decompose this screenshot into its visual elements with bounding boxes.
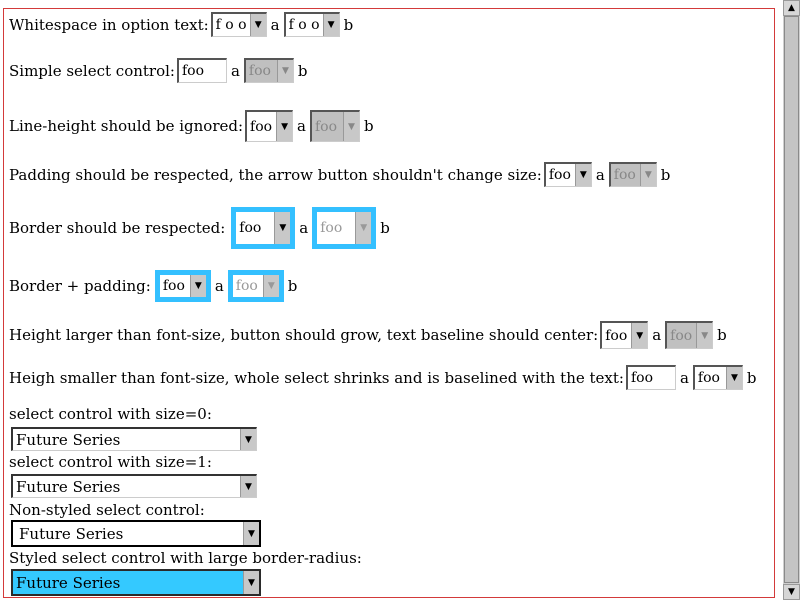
- select-control-disabled: foo ▼: [243, 58, 294, 83]
- chevron-down-icon: ▼: [276, 60, 293, 82]
- select-value: f o o: [215, 17, 247, 33]
- select-value: foo: [239, 220, 262, 236]
- select-control[interactable]: foo ▼: [245, 110, 294, 142]
- select-control[interactable]: foo ▼: [154, 270, 211, 302]
- chevron-down-icon: ▼: [342, 112, 359, 141]
- separator-text: a: [652, 326, 662, 344]
- row-label: Simple select control:: [9, 61, 175, 80]
- chevron-down-icon: ▼: [322, 14, 339, 36]
- select-styled[interactable]: Future Series ▼: [11, 569, 261, 596]
- select-value: foo: [314, 118, 338, 135]
- select-value: f o o: [288, 17, 320, 33]
- row-label: Border should be respected:: [9, 219, 226, 237]
- caption-styled: Styled select control with large border-…: [9, 549, 362, 567]
- chevron-down-icon: ▼: [240, 429, 256, 450]
- trailing-text: b: [343, 15, 354, 34]
- select-control[interactable]: foo: [625, 365, 676, 390]
- test-frame: [3, 8, 775, 598]
- select-control[interactable]: foo ▼: [227, 270, 284, 302]
- row-label: Whitespace in option text:: [9, 15, 209, 34]
- select-value: foo: [630, 370, 654, 386]
- select-control-disabled: foo ▼: [309, 110, 360, 142]
- select-control[interactable]: foo ▼: [312, 207, 377, 249]
- trailing-text: b: [297, 61, 308, 80]
- row-label: Heigh smaller than font-size, whole sele…: [9, 368, 624, 387]
- trailing-text: b: [746, 368, 757, 387]
- trailing-text: b: [380, 219, 390, 237]
- trailing-text: b: [287, 277, 298, 295]
- select-value: foo: [613, 167, 636, 183]
- select-control[interactable]: foo ▼: [600, 321, 649, 349]
- row-label: Border + padding:: [9, 277, 151, 295]
- select-value: foo: [162, 278, 185, 294]
- caption-size0: select control with size=0:: [9, 405, 212, 423]
- select-value: Future Series: [16, 477, 121, 496]
- row-label: Height larger than font-size, button sho…: [9, 326, 599, 344]
- separator-text: a: [299, 219, 309, 237]
- select-size1[interactable]: Future Series ▼: [11, 474, 257, 498]
- select-value: foo: [548, 167, 571, 183]
- chevron-down-icon: ▼: [355, 212, 372, 244]
- select-value: Future Series: [16, 430, 121, 449]
- separator-text: a: [214, 277, 224, 295]
- separator-text: a: [230, 61, 240, 80]
- select-control[interactable]: f o o ▼: [210, 12, 267, 37]
- select-control-disabled: foo ▼: [608, 162, 657, 187]
- select-control[interactable]: foo: [176, 58, 227, 83]
- select-value: Future Series: [16, 573, 121, 592]
- scroll-up-icon[interactable]: ▲: [783, 0, 800, 16]
- select-size0[interactable]: Future Series ▼: [11, 427, 257, 451]
- select-control[interactable]: f o o ▼: [283, 12, 340, 37]
- row-label: Line-height should be ignored:: [9, 117, 244, 135]
- select-value: foo: [320, 220, 343, 236]
- select-value: foo: [250, 118, 273, 135]
- vertical-scrollbar[interactable]: ▲ ▼: [783, 0, 800, 600]
- select-value: Future Series: [19, 524, 124, 543]
- scrollbar-thumb[interactable]: [784, 16, 799, 583]
- select-control[interactable]: foo ▼: [231, 207, 296, 249]
- chevron-down-icon: ▼: [725, 367, 742, 389]
- chevron-down-icon: ▼: [243, 571, 259, 594]
- separator-text: a: [270, 15, 280, 34]
- chevron-down-icon: ▼: [249, 14, 266, 36]
- trailing-text: b: [660, 165, 671, 184]
- row-height-smaller: Heigh smaller than font-size, whole sele…: [9, 365, 761, 390]
- chevron-down-icon: ▼: [243, 522, 259, 545]
- row-height-larger: Height larger than font-size, button sho…: [9, 321, 731, 349]
- separator-text: a: [297, 117, 306, 135]
- select-value: foo: [235, 278, 258, 294]
- caption-size1: select control with size=1:: [9, 453, 212, 471]
- row-line-height: Line-height should be ignored: foo ▼ a f…: [9, 110, 378, 142]
- select-value: foo: [181, 63, 205, 79]
- select-value: foo: [248, 63, 271, 79]
- row-border-padding: Border + padding: foo ▼ a foo ▼ b: [9, 270, 301, 302]
- row-border: Border should be respected: foo ▼ a foo …: [9, 207, 394, 249]
- select-value: foo: [670, 327, 693, 344]
- chevron-down-icon: ▼: [262, 275, 279, 297]
- select-nonstyled[interactable]: Future Series ▼: [11, 520, 261, 547]
- separator-text: a: [595, 165, 605, 184]
- chevron-down-icon: ▼: [240, 476, 256, 497]
- row-simple: Simple select control: foo a foo ▼ b: [9, 58, 312, 83]
- select-value: foo: [605, 327, 628, 344]
- row-label: Padding should be respected, the arrow b…: [9, 165, 542, 184]
- trailing-text: b: [717, 326, 727, 344]
- chevron-down-icon: ▼: [274, 212, 291, 244]
- chevron-down-icon: ▼: [574, 164, 591, 186]
- chevron-down-icon: ▼: [276, 112, 293, 141]
- row-padding: Padding should be respected, the arrow b…: [9, 162, 674, 187]
- scroll-down-icon[interactable]: ▼: [783, 584, 800, 600]
- chevron-down-icon: ▼: [696, 323, 713, 348]
- select-control[interactable]: foo ▼: [543, 162, 592, 187]
- select-control-disabled: foo ▼: [665, 321, 714, 349]
- chevron-down-icon: ▼: [189, 275, 206, 297]
- chevron-down-icon: ▼: [639, 164, 656, 186]
- select-control[interactable]: foo ▼: [692, 365, 743, 390]
- chevron-down-icon: ▼: [631, 323, 648, 348]
- row-whitespace: Whitespace in option text: f o o ▼ a f o…: [9, 12, 357, 37]
- caption-nonstyled: Non-styled select control:: [9, 501, 205, 519]
- select-value: foo: [697, 370, 720, 386]
- trailing-text: b: [363, 117, 374, 135]
- separator-text: a: [679, 368, 689, 387]
